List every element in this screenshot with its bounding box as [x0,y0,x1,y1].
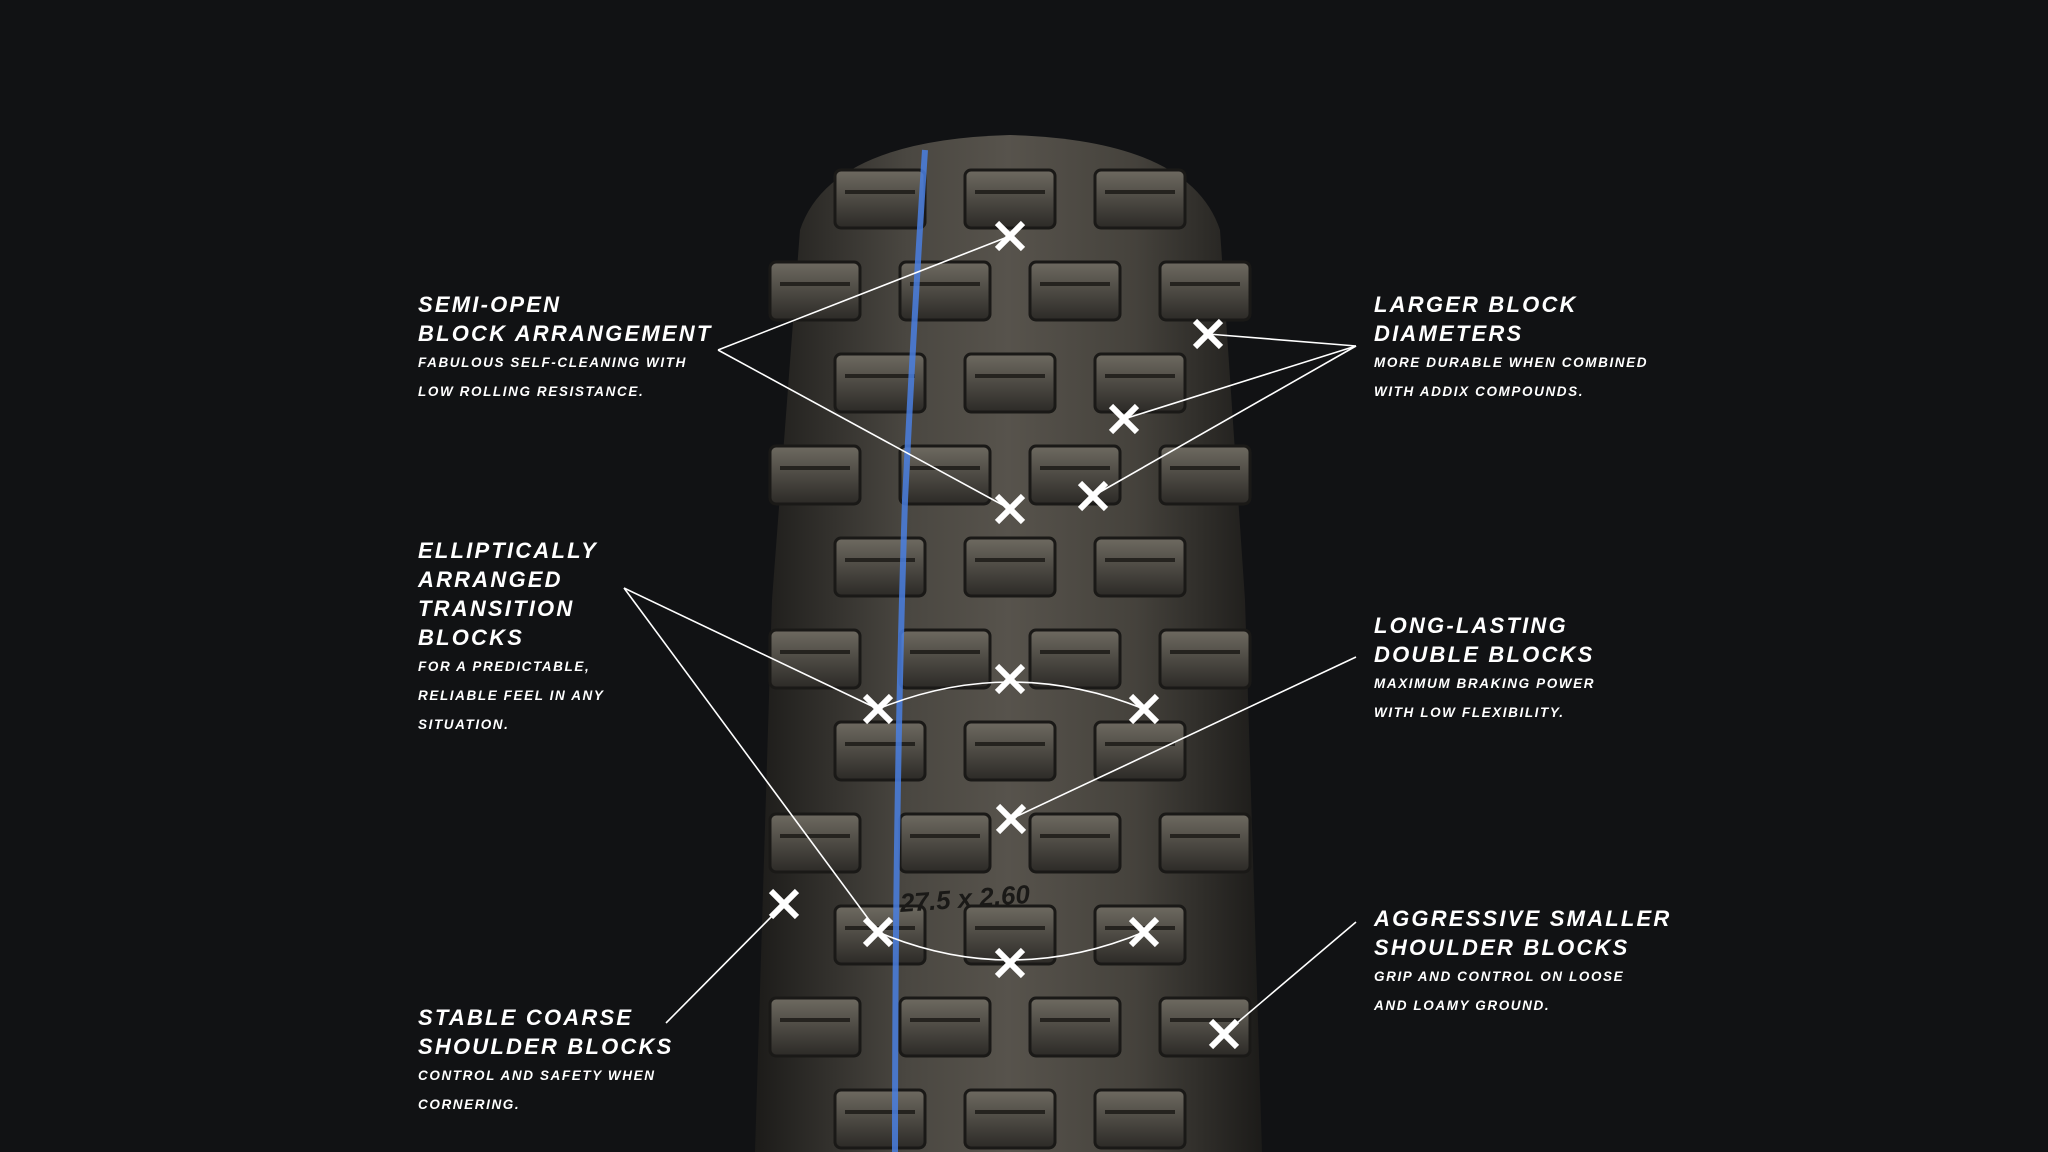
tread-block [1093,1088,1187,1150]
tread-block [833,536,927,598]
tread-block [1158,812,1252,874]
leader-line [1010,656,1357,820]
tread-block [1093,536,1187,598]
callout-title: DIAMETERS [1374,321,1524,346]
callout-desc: FABULOUS SELF-CLEANING WITH [418,355,687,370]
callout-desc: CORNERING. [418,1097,521,1112]
callout-desc: GRIP AND CONTROL ON LOOSE [1374,969,1625,984]
x-marker-icon [768,888,800,920]
tread-block [1028,628,1122,690]
x-marker-icon [995,803,1027,835]
callout-title: AGGRESSIVE SMALLER [1374,906,1672,931]
tread-block [1158,628,1252,690]
tread-block [768,996,862,1058]
sidewall-stripe [892,149,928,1152]
callout-title: BLOCK ARRANGEMENT [418,321,713,346]
tread-block [1158,444,1252,506]
tread-block [1028,260,1122,322]
tread-block [963,1088,1057,1150]
tread-block [1093,352,1187,414]
leader-line [623,587,879,710]
callout-desc: CONTROL AND SAFETY WHEN [418,1068,656,1083]
tread-block [898,812,992,874]
tread-block [898,996,992,1058]
callout-semi-open: SEMI-OPEN BLOCK ARRANGEMENT FABULOUS SEL… [418,290,712,406]
callout-desc: WITH ADDIX COMPOUNDS. [1374,384,1585,399]
x-marker-icon [1108,403,1140,435]
tread-block [963,168,1057,230]
tread-block [768,260,862,322]
x-marker-icon [994,663,1026,695]
callout-title: DOUBLE BLOCKS [1374,642,1595,667]
tread-block [833,1088,927,1150]
leader-line [623,587,879,933]
x-marker-icon [1128,693,1160,725]
tread-block [898,628,992,690]
tread-block [1158,260,1252,322]
tread-block [1093,168,1187,230]
callout-desc: FOR A PREDICTABLE, [418,659,591,674]
callout-desc: WITH LOW FLEXIBILITY. [1374,705,1565,720]
tread-block [833,352,927,414]
x-marker-icon [1208,1018,1240,1050]
tread-block [1093,720,1187,782]
tread-block [833,720,927,782]
callout-title: LONG-LASTING [1374,613,1568,638]
tread-block [898,444,992,506]
callout-desc: MAXIMUM BRAKING POWER [1374,676,1596,691]
tread-blocks [768,168,1252,1150]
callout-title: TRANSITION [418,596,575,621]
leader-line [1123,345,1357,420]
tread-block [768,812,862,874]
tread-block [768,628,862,690]
callout-title: LARGER BLOCK [1374,292,1578,317]
callout-desc: RELIABLE FEEL IN ANY [418,688,605,703]
tread-block [963,904,1057,966]
callout-desc: AND LOAMY GROUND. [1374,998,1551,1013]
callout-title: SHOULDER BLOCKS [1374,935,1630,960]
callout-desc: LOW ROLLING RESISTANCE. [418,384,645,399]
tread-block [1028,812,1122,874]
callout-desc: MORE DURABLE WHEN COMBINED [1374,355,1649,370]
leader-line [717,235,1011,351]
callout-title: ELLIPTICALLY [418,538,598,563]
callout-title: BLOCKS [418,625,525,650]
callout-title: SEMI-OPEN [418,292,562,317]
leader-line [665,903,785,1024]
x-marker-icon [1128,916,1160,948]
x-marker-icon [994,493,1026,525]
tread-block [833,168,927,230]
tread-block [963,536,1057,598]
x-marker-icon [862,693,894,725]
callout-title: SHOULDER BLOCKS [418,1034,674,1059]
tread-block [1028,444,1122,506]
x-marker-icon [994,947,1026,979]
x-marker-icon [994,220,1026,252]
leader-line [717,349,1011,510]
x-marker-icon [1077,480,1109,512]
callout-elliptical: ELLIPTICALLY ARRANGED TRANSITION BLOCKS … [418,536,605,739]
x-marker-icon [1192,318,1224,350]
callout-stable: STABLE COARSE SHOULDER BLOCKS CONTROL AN… [418,1003,673,1119]
leader-line [1223,921,1357,1035]
callout-long-lasting: LONG-LASTING DOUBLE BLOCKS MAXIMUM BRAKI… [1374,611,1595,727]
tread-block [963,720,1057,782]
callout-desc: SITUATION. [418,717,510,732]
x-marker-icon [862,916,894,948]
tread-block [768,444,862,506]
leader-line [1207,333,1357,347]
tread-block [963,352,1057,414]
leader-line [1092,345,1357,497]
callout-title: STABLE COARSE [418,1005,634,1030]
tread-block [1028,996,1122,1058]
callout-aggressive: AGGRESSIVE SMALLER SHOULDER BLOCKS GRIP … [1374,904,1672,1020]
callout-larger-block: LARGER BLOCK DIAMETERS MORE DURABLE WHEN… [1374,290,1648,406]
callout-title: ARRANGED [418,567,563,592]
x-markers [768,220,1240,1050]
